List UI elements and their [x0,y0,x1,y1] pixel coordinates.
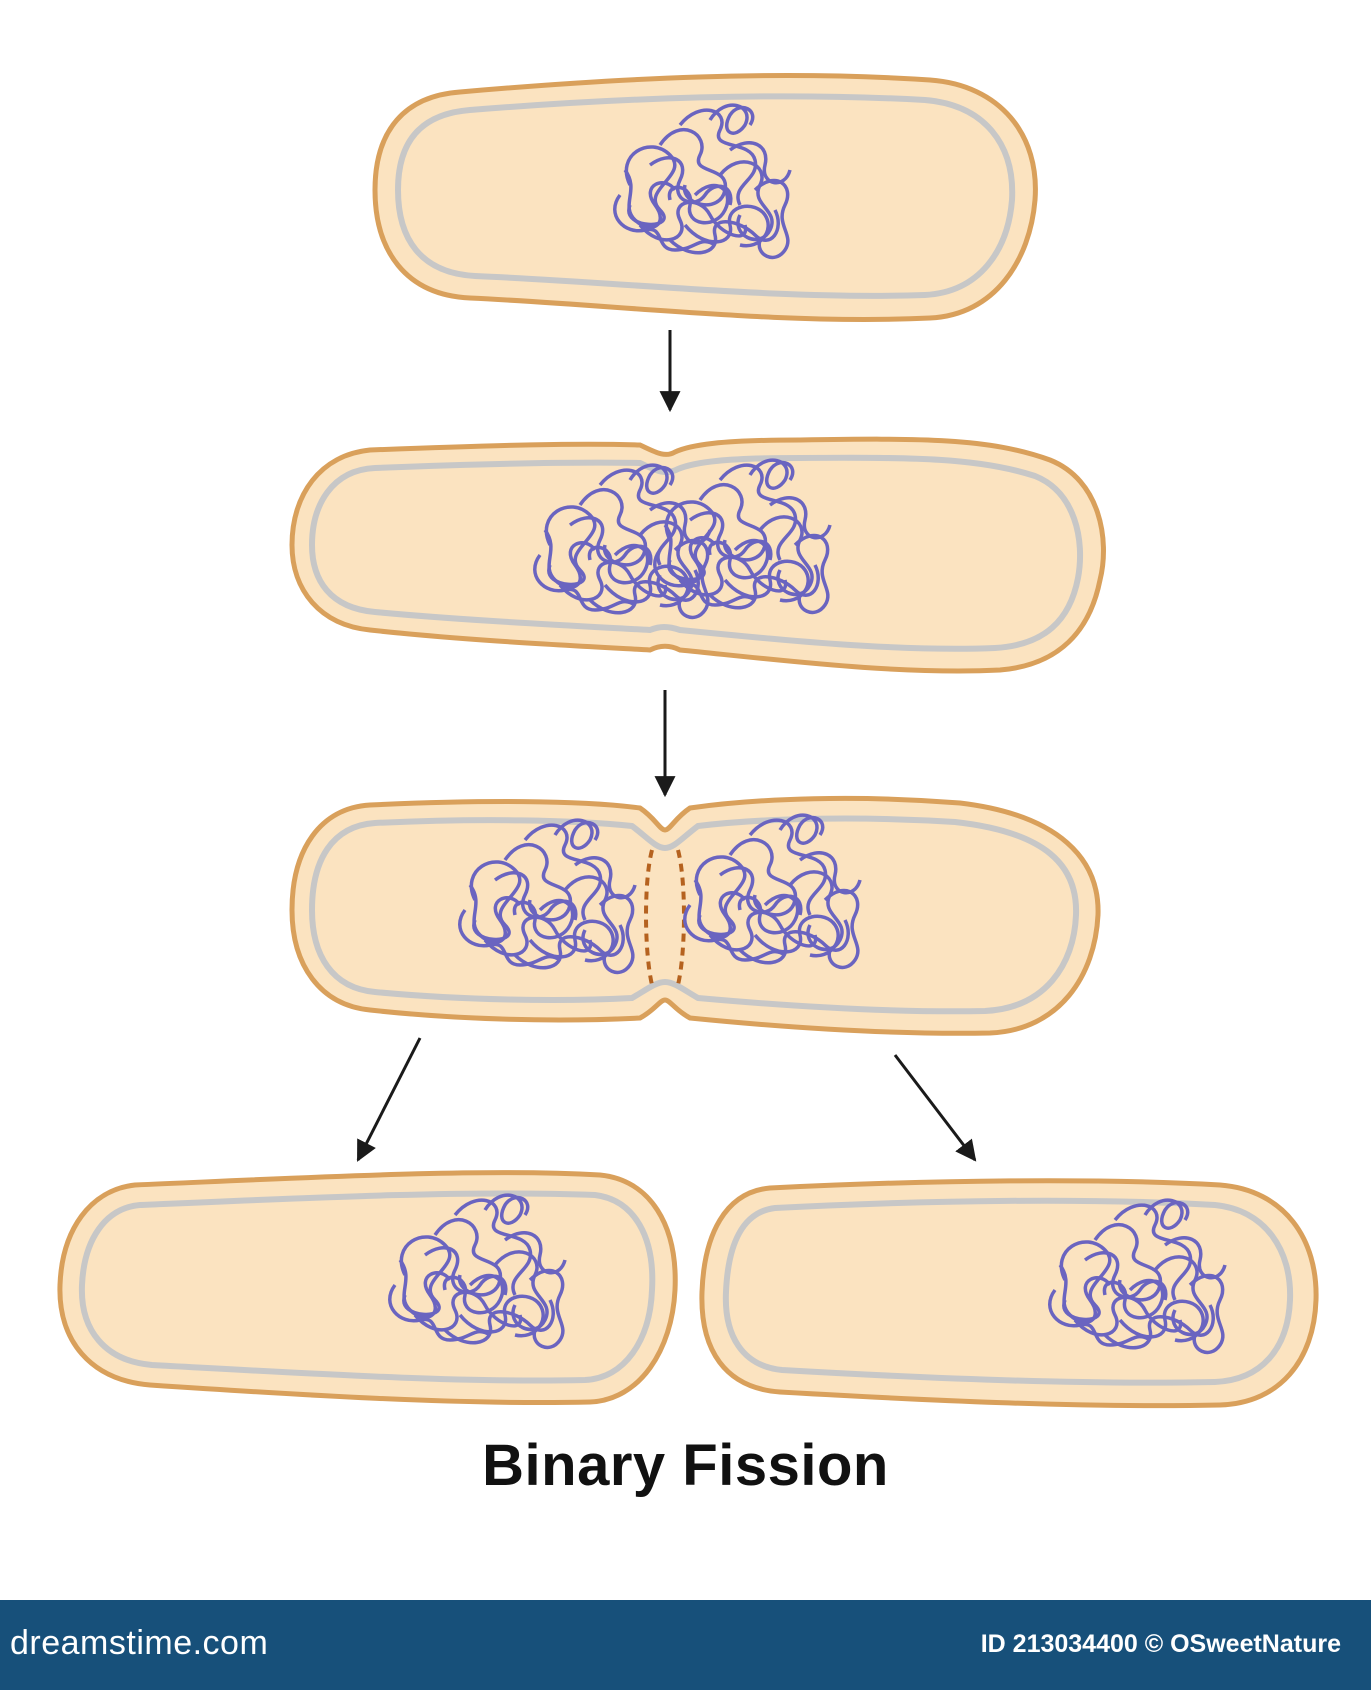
binary-fission-diagram [57,73,1319,1409]
daughter-cell-left [57,1170,678,1406]
diagram-title: Binary Fission [482,1433,889,1498]
septum-forming-cell [289,795,1101,1036]
daughter-cell-right [699,1178,1319,1409]
site-logo[interactable]: dreamstime.com [10,1624,269,1662]
parent-cell [372,73,1038,322]
arrow-down-right [893,1054,977,1162]
image-id: ID 213034400 © OSweetNature [980,1630,1341,1658]
elongated-cell [289,436,1106,674]
arrow-down-left [356,1037,422,1162]
footer-bar: dreamstime.com ID 213034400 © OSweetNatu… [0,1600,1371,1690]
